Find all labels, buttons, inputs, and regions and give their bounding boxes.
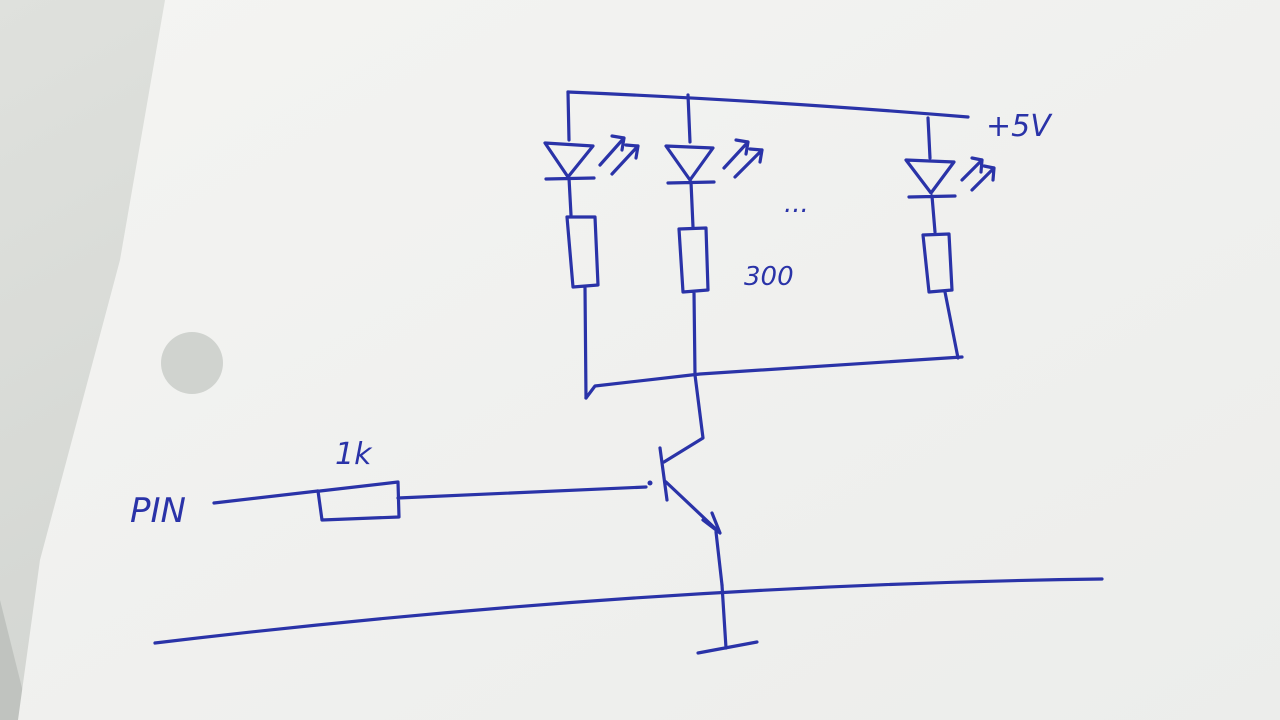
led-2-wire-top [686,93,692,144]
ground-rail [153,577,1104,645]
input-wire [212,489,320,505]
input-label: PIN [130,491,186,531]
paper-sheet [18,0,1280,720]
resistor-value-label: 300 [744,262,794,292]
collector-wire [662,373,705,464]
collector-bus [584,355,964,400]
led-2-light-arrows [722,138,764,179]
led-1-wire-top [566,90,571,142]
supply-rail [566,90,970,119]
base-resistor [316,480,648,522]
base-resistor-label: 1k [335,437,373,472]
led-1 [543,141,596,217]
led-1-light-arrows [598,134,640,176]
led-3-light-arrows [960,156,996,192]
ellipsis-label: ... [784,189,809,219]
resistor-2 [677,226,710,377]
ground-symbol [696,583,759,655]
punch-hole [161,332,223,394]
led-3 [904,158,957,234]
led-2 [664,144,716,229]
base-dot [647,480,653,486]
resistor-3 [921,232,960,360]
supply-label: +5V [986,109,1053,144]
resistor-1 [565,215,600,400]
npn-transistor [658,446,724,587]
led-3-wire-top [926,116,932,160]
